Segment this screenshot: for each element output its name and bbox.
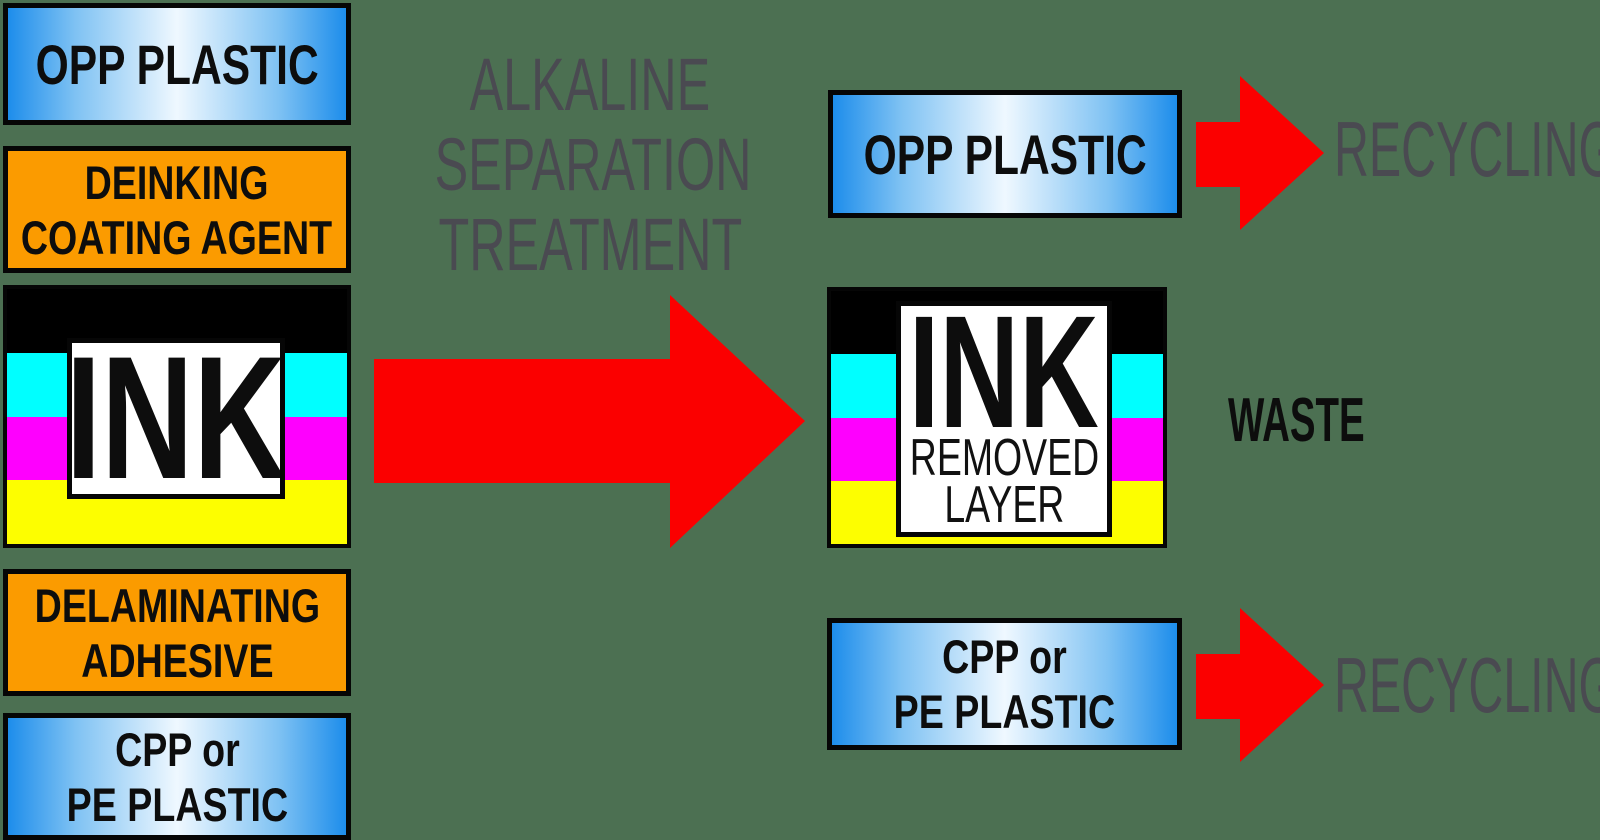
output-box-opp-plastic: OPP PLASTIC bbox=[828, 90, 1182, 218]
waste-label: WASTE bbox=[1228, 386, 1365, 455]
ink-removed-plate: INK REMOVED LAYER bbox=[896, 301, 1112, 537]
separation-process-arrow bbox=[374, 295, 805, 548]
ink-removed-title: INK bbox=[908, 301, 1100, 461]
layer-box-delaminating-adhesive: DELAMINATING ADHESIVE bbox=[3, 569, 351, 696]
layer-label-opp-plastic: OPP PLASTIC bbox=[35, 32, 319, 96]
treatment-line-1: ALKALINE bbox=[469, 43, 711, 126]
output-label-cpp-pe-plastic: CPP or PE PLASTIC bbox=[893, 630, 1116, 738]
output-label-opp-plastic: OPP PLASTIC bbox=[863, 122, 1147, 186]
layer-box-opp-plastic: OPP PLASTIC bbox=[3, 3, 351, 125]
treatment-caption: ALKALINE SEPARATION TREATMENT bbox=[360, 45, 820, 285]
ink-logo-plate: INK bbox=[67, 338, 285, 499]
recycling-label-top: RECYCLING bbox=[1334, 105, 1600, 193]
cpp-to-recycling-arrow bbox=[1196, 608, 1324, 762]
ink-removed-subtitle-2: LAYER bbox=[943, 476, 1064, 534]
treatment-line-2: SEPARATION bbox=[434, 123, 752, 206]
arrow-head bbox=[670, 295, 805, 548]
arrow-shaft bbox=[1196, 654, 1240, 719]
layer-box-deinking-coating-agent: DEINKING COATING AGENT bbox=[3, 146, 351, 273]
layer-label-cpp-pe-plastic: CPP or PE PLASTIC bbox=[66, 722, 288, 831]
arrow-head bbox=[1240, 608, 1324, 762]
opp-to-recycling-arrow bbox=[1196, 76, 1324, 230]
layer-label-delaminating-adhesive: DELAMINATING ADHESIVE bbox=[34, 578, 320, 687]
ink-logo-label: INK bbox=[67, 338, 285, 499]
layer-box-cpp-pe-plastic: CPP or PE PLASTIC bbox=[3, 713, 351, 840]
treatment-line-3: TREATMENT bbox=[438, 203, 742, 286]
output-box-cpp-pe-plastic: CPP or PE PLASTIC bbox=[827, 618, 1182, 750]
ink-removed-subtitle-1: REMOVED bbox=[909, 429, 1099, 487]
layer-label-deinking-coating-agent: DEINKING COATING AGENT bbox=[21, 155, 333, 264]
arrow-shaft bbox=[374, 359, 670, 483]
arrow-head bbox=[1240, 76, 1324, 230]
arrow-shaft bbox=[1196, 122, 1240, 187]
recycling-label-bottom: RECYCLING bbox=[1334, 641, 1600, 729]
